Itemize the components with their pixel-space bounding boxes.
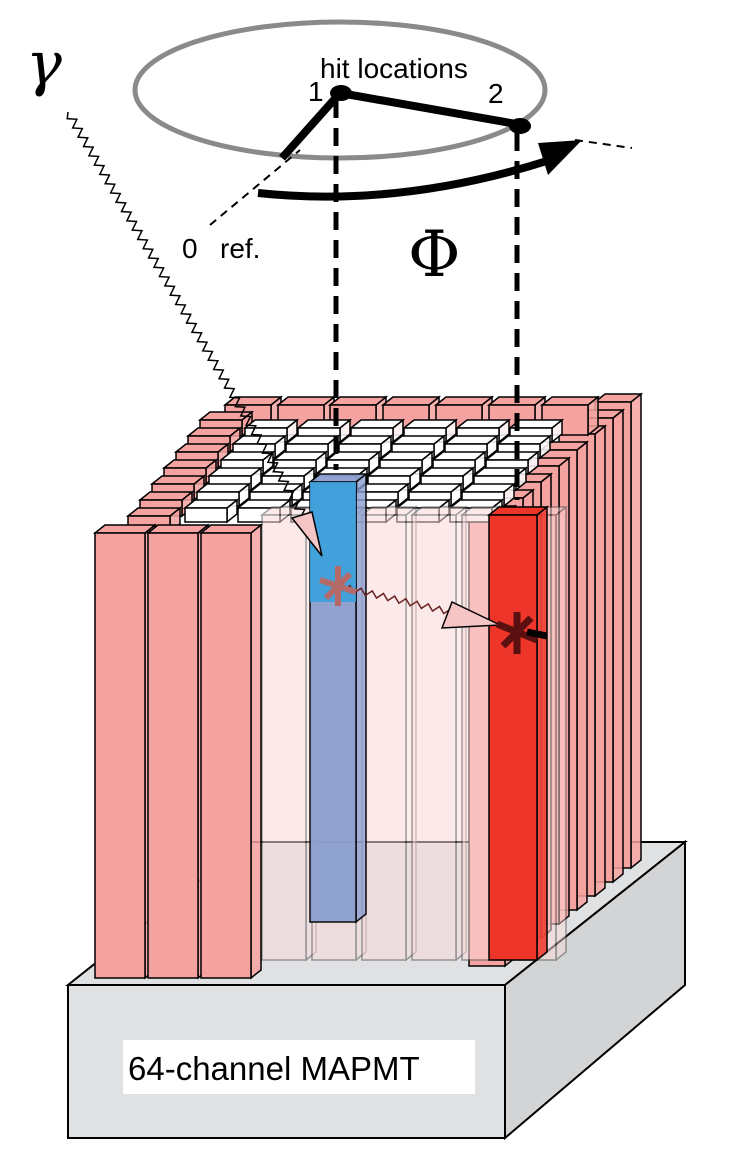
label-phi: Φ: [408, 218, 460, 292]
phi-angle-arrow: [257, 156, 552, 201]
label-gamma: γ: [26, 29, 62, 99]
scatter-arrowhead: [440, 600, 501, 629]
gamma-arrowhead: [290, 511, 323, 557]
interaction-star-2: [495, 612, 548, 654]
label-ref: ref.: [220, 233, 260, 264]
crystal-top-5-0: [182, 498, 240, 524]
interaction-star-1: [319, 566, 357, 606]
crystal-hit-red: [486, 505, 550, 962]
phi-arrowhead: [538, 140, 582, 175]
phi-direction-line: [574, 139, 633, 149]
label-hit-2: 2: [488, 78, 504, 109]
crystal-top-0-0: [242, 418, 300, 444]
crystal-front-0: [92, 523, 158, 980]
crystal-front-2: [198, 523, 264, 980]
reference-line: [209, 149, 301, 226]
label-hit-locations: hit locations: [320, 53, 468, 84]
mapmt-label-box: [123, 1040, 475, 1094]
gamma-ray-track: [66, 111, 316, 529]
hit-plane-ring: [132, 19, 548, 161]
crystal-inner-0: [259, 505, 319, 962]
hit-dot-2: [509, 118, 531, 134]
crystal-inner-3: [409, 505, 469, 962]
hit-dot-1: [330, 85, 352, 101]
scattered-photon-track: [337, 584, 452, 615]
label-hit-1: 1: [308, 76, 324, 107]
label-zero: 0: [182, 233, 198, 264]
crystal-array: [92, 392, 644, 980]
crystal-inner-2: [359, 505, 419, 962]
mapmt-label: 64-channel MAPMT: [128, 1050, 420, 1087]
crystal-front-1: [145, 523, 211, 980]
